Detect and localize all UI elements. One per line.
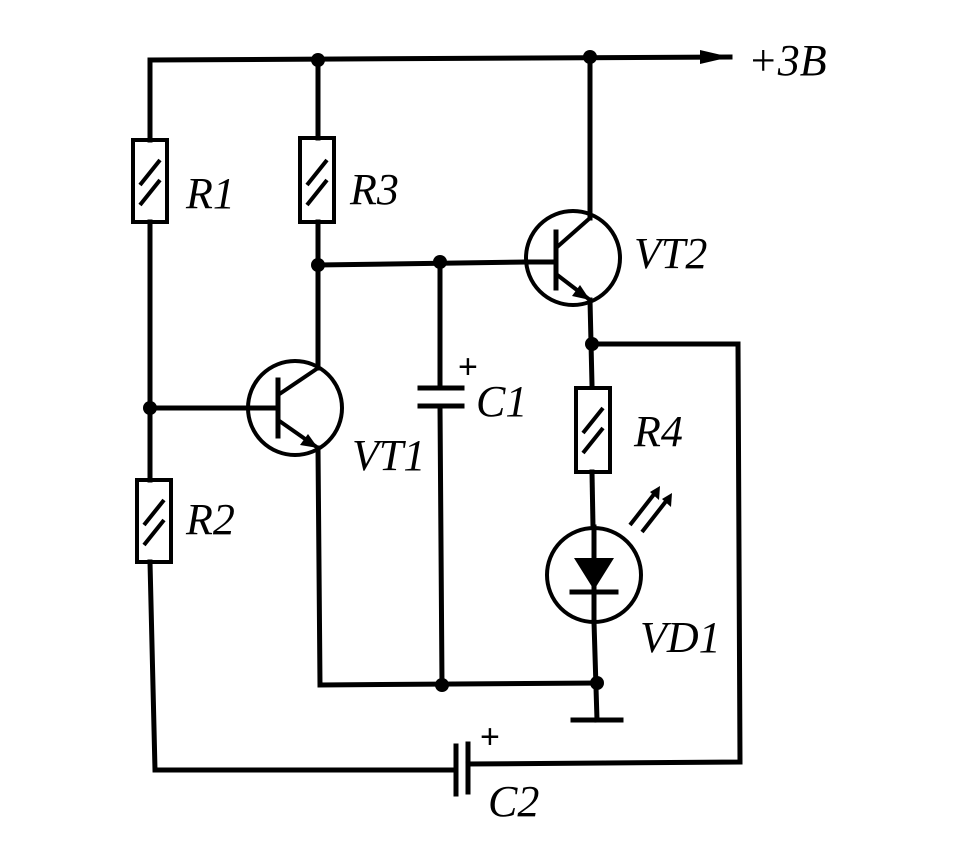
junction-dot <box>311 53 325 67</box>
emitter-arrow-icon <box>300 434 318 448</box>
wire-ground-rail <box>315 445 600 688</box>
diode-triangle-icon <box>574 558 614 590</box>
label-r3: R3 <box>349 165 399 214</box>
wire-r2-c2 <box>147 559 458 773</box>
junction-dot <box>435 678 449 692</box>
resistor-r1 <box>131 138 169 224</box>
capacitor-c1: + <box>417 348 478 409</box>
junction-dot <box>143 401 157 415</box>
supply-arrow-icon <box>700 50 730 64</box>
junctions <box>143 50 604 692</box>
wire-c1-bottom <box>437 403 445 688</box>
supply-label: +3B <box>748 36 827 85</box>
label-r4: R4 <box>633 407 683 456</box>
junction-dot <box>590 676 604 690</box>
resistor-r3 <box>298 136 336 224</box>
transistor-vt1 <box>246 359 344 457</box>
resistor-r4 <box>574 386 612 474</box>
led-vd1 <box>545 486 672 625</box>
c1-plus-sign: + <box>458 348 478 386</box>
resistor-r2 <box>135 478 173 564</box>
label-vt1: VT1 <box>352 431 425 480</box>
label-c1: C1 <box>476 377 527 426</box>
transistor-vt2 <box>522 209 622 307</box>
light-arrow-icon <box>662 493 672 507</box>
wire-feedback <box>465 341 743 767</box>
label-vt2: VT2 <box>634 229 707 278</box>
emitter-arrow-icon <box>572 285 590 300</box>
junction-dot <box>583 50 597 64</box>
wire-r4-vd1 <box>589 469 596 530</box>
wire-vt2-base <box>315 259 528 268</box>
capacitor-c2: + <box>453 718 500 797</box>
c2-plus-sign: + <box>480 718 500 756</box>
label-r1: R1 <box>185 169 235 218</box>
light-arrow-icon <box>650 486 660 500</box>
junction-dot <box>433 255 447 269</box>
label-vd1: VD1 <box>640 613 721 662</box>
junction-dot <box>585 337 599 351</box>
supply-rail <box>147 54 733 63</box>
wire-vd1-ground <box>591 619 600 723</box>
junction-dot <box>311 258 325 272</box>
label-r2: R2 <box>185 495 235 544</box>
label-c2: C2 <box>488 777 539 826</box>
